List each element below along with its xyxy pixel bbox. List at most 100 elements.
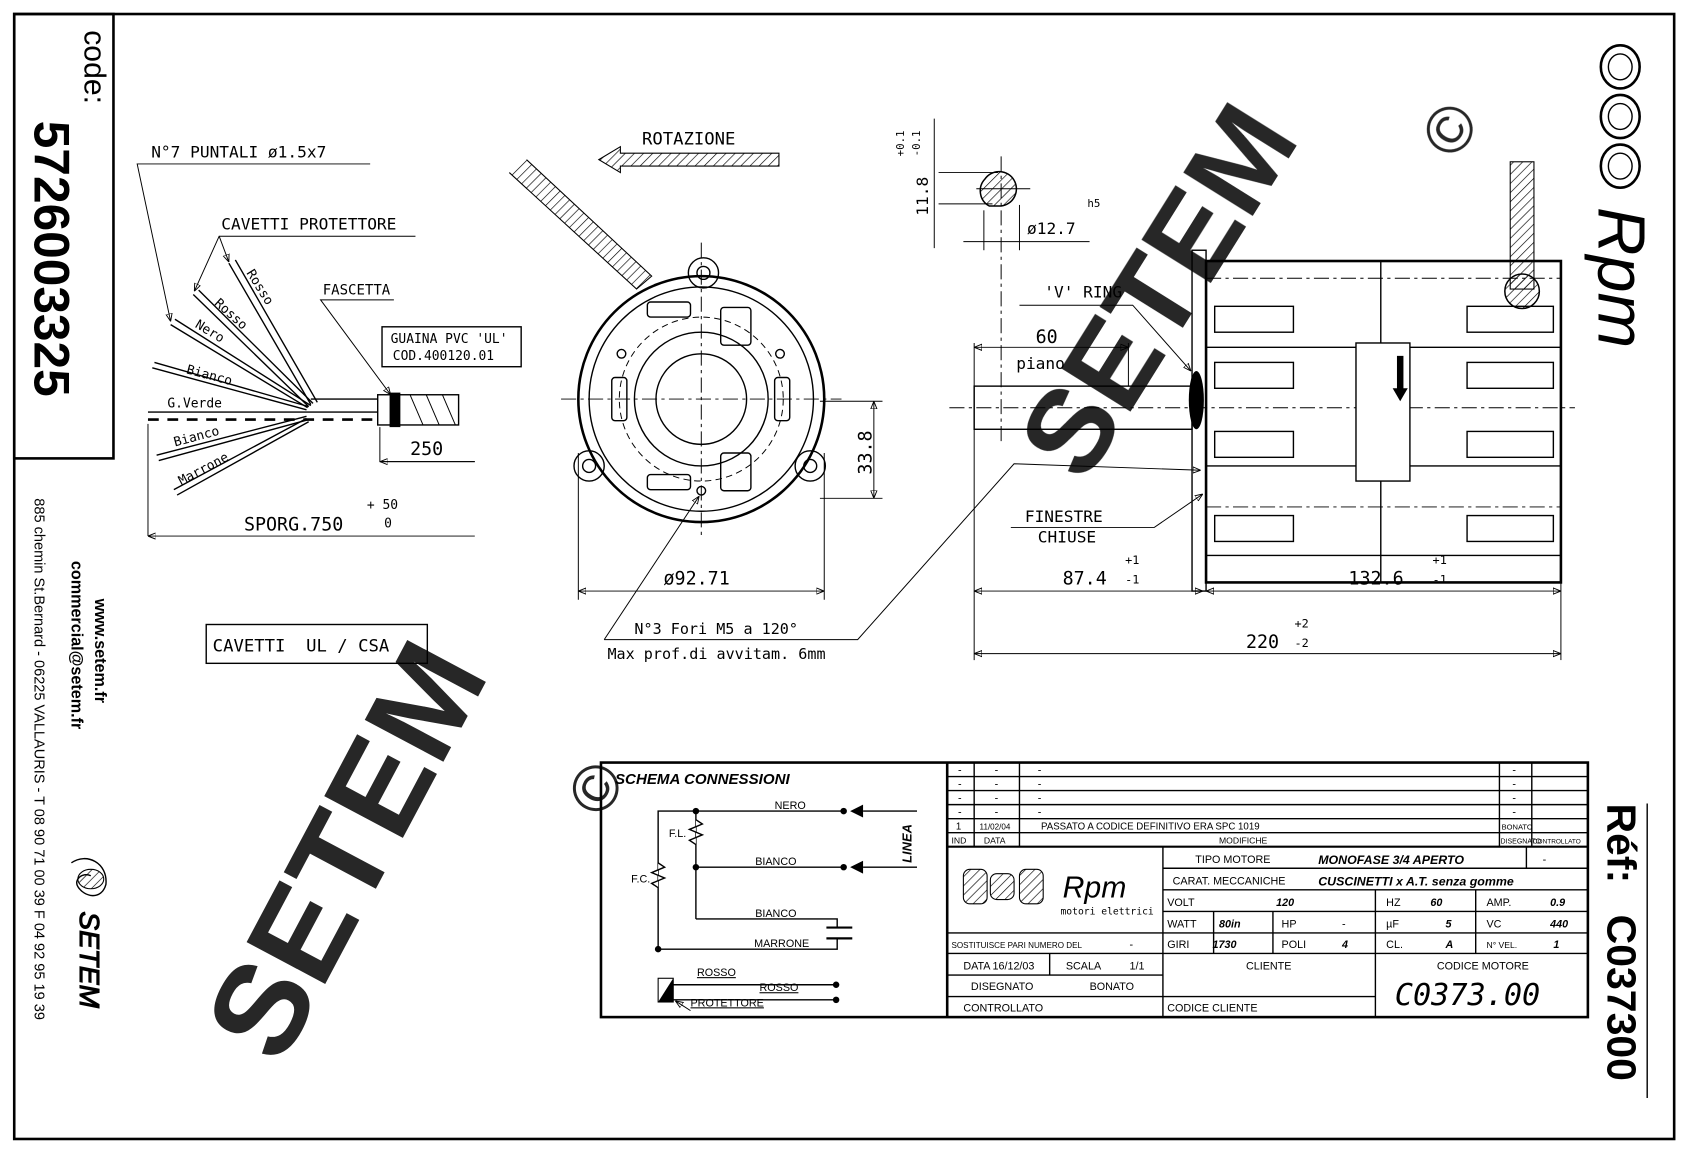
brand-name: SETEM — [74, 911, 105, 1008]
svg-text:BONATO: BONATO — [1502, 822, 1533, 831]
svg-text:DISEGNATO: DISEGNATO — [971, 981, 1033, 993]
svg-text:-0.1: -0.1 — [910, 130, 923, 156]
motor-body — [1204, 259, 1563, 584]
svg-text:-1: -1 — [1125, 573, 1139, 587]
hole-offset-dim: 33.8 — [856, 430, 877, 474]
svg-text:-: - — [958, 778, 962, 790]
shaft-diameter-dim: ø12.7 — [1027, 219, 1076, 238]
svg-text:440: 440 — [1549, 919, 1568, 931]
svg-text:COD.400120.01: COD.400120.01 — [393, 349, 494, 364]
revision-row: ---- — [958, 778, 1516, 790]
svg-text:MARRONE: MARRONE — [754, 938, 809, 950]
svg-text:F.C.: F.C. — [631, 873, 650, 885]
svg-text:-: - — [1512, 806, 1516, 818]
total-length-dim: 220 — [1246, 632, 1279, 653]
spec-grid — [947, 846, 1588, 1018]
revision-headers: IND DATA MODIFICHE DISEGNATO CONTROLLATO — [952, 835, 1581, 845]
svg-text:BIANCO: BIANCO — [755, 856, 796, 868]
svg-text:CARAT. MECCANICHE: CARAT. MECCANICHE — [1173, 875, 1286, 887]
svg-text:F.L.: F.L. — [669, 828, 686, 840]
guaina-label-box: GUAINA PVC 'UL' COD.400120.01 — [381, 326, 522, 368]
svg-text:AMP.: AMP. — [1486, 897, 1511, 909]
svg-text:1: 1 — [956, 821, 961, 832]
svg-text:CL.: CL. — [1386, 939, 1403, 951]
code-label: code: — [77, 30, 110, 104]
svg-text:TIPO MOTORE: TIPO MOTORE — [1195, 854, 1270, 866]
linea-label: LINEA — [900, 824, 915, 863]
svg-text:CONTROLLATO: CONTROLLATO — [1533, 838, 1581, 845]
svg-text:N° VEL.: N° VEL. — [1486, 940, 1517, 950]
email[interactable]: commercial@setem.fr — [67, 561, 85, 730]
svg-text:-: - — [1038, 792, 1042, 804]
svg-text:-: - — [1543, 854, 1547, 866]
svg-text:GIRI: GIRI — [1167, 939, 1189, 951]
rpm-logo-text: Rpm — [1584, 207, 1659, 348]
wire-label: Bianco — [185, 363, 234, 390]
svg-text:MONOFASE 3/4 APERTO: MONOFASE 3/4 APERTO — [1318, 853, 1464, 867]
svg-text:DATA: DATA — [984, 835, 1006, 845]
company-info: www.setem.fr commercial@setem.fr 885 che… — [31, 498, 109, 1020]
motor-code: C0373.00 — [1395, 978, 1540, 1013]
svg-text:+ 50: + 50 — [367, 498, 398, 513]
svg-text:µF: µF — [1386, 919, 1399, 931]
svg-text:NERO: NERO — [775, 800, 806, 812]
holes-depth-note: Max prof.di avvitam. 6mm — [607, 645, 825, 663]
svg-text:ROSSO: ROSSO — [697, 967, 736, 979]
lead-cable — [508, 159, 653, 290]
svg-text:-: - — [995, 764, 999, 776]
rotation-label: ROTAZIONE — [642, 130, 735, 150]
svg-text:-: - — [1512, 778, 1516, 790]
wire-harness: N°7 PUNTALI ø1.5x7 CAVETTI PROTETTORE FA… — [136, 142, 522, 665]
v-ring — [1188, 371, 1204, 430]
reference: Réf: C037300 — [1598, 803, 1648, 1098]
svg-text:VOLT: VOLT — [1167, 897, 1195, 909]
revision-row: ---- — [958, 806, 1516, 818]
wire-label: G.Verde — [167, 397, 222, 412]
drawing-border — [12, 12, 1676, 1141]
fascetta-label: FASCETTA — [323, 282, 391, 298]
setem-bird-logo-icon — [70, 858, 107, 897]
schema-title: SCHEMA CONNESSIONI — [615, 771, 791, 788]
svg-text:-: - — [1512, 764, 1516, 776]
svg-text:-: - — [1038, 806, 1042, 818]
sporgenza-dim: SPORG.750 — [244, 515, 343, 536]
windows-label: FINESTRE — [1025, 507, 1103, 526]
revision-row: 1 11/02/04 PASSATO A CODICE DEFINITIVO ERA… — [956, 821, 1533, 832]
svg-text:-: - — [1342, 919, 1346, 931]
coil-logo-icon — [962, 868, 1044, 905]
svg-text:PASSATO A CODICE DEFINITIVO ER: PASSATO A CODICE DEFINITIVO ERA SPC 1019 — [1041, 821, 1260, 832]
ref-label: Réf: — [1598, 804, 1644, 884]
puntali-label: N°7 PUNTALI ø1.5x7 — [151, 142, 326, 161]
revision-row: ---- — [958, 764, 1516, 776]
svg-text:-2: -2 — [1295, 636, 1309, 650]
rotation-arrow-icon — [597, 145, 780, 174]
svg-text:motori elettrici: motori elettrici — [1060, 907, 1153, 918]
windows-label-2: CHIUSE — [1038, 528, 1096, 547]
svg-text:Rpm: Rpm — [1063, 871, 1127, 904]
svg-text:-: - — [1512, 792, 1516, 804]
svg-text:HZ: HZ — [1386, 897, 1401, 909]
wire-label: Bianco — [172, 424, 221, 451]
svg-text:-: - — [958, 792, 962, 804]
flat-length-dim: 60 — [1036, 327, 1058, 348]
svg-text:+1: +1 — [1125, 553, 1139, 567]
svg-text:1730: 1730 — [1213, 939, 1237, 951]
svg-text:0.9: 0.9 — [1550, 897, 1565, 909]
diameter-dim: ø92.71 — [664, 569, 730, 590]
svg-text:CAVETTI UL / CSA: CAVETTI UL / CSA — [213, 636, 390, 656]
svg-text:-1: -1 — [1433, 573, 1447, 587]
svg-text:IND: IND — [952, 835, 967, 845]
svg-text:MODIFICHE: MODIFICHE — [1219, 835, 1268, 845]
flat-dim: 11.8 — [913, 177, 932, 216]
svg-text:4: 4 — [1341, 939, 1348, 951]
svg-text:DATA: DATA — [963, 961, 991, 973]
svg-text:-: - — [995, 792, 999, 804]
svg-text:60: 60 — [1430, 897, 1442, 909]
svg-text:©: © — [1406, 90, 1493, 169]
website[interactable]: www.setem.fr — [91, 598, 109, 704]
svg-text:+2: +2 — [1295, 617, 1309, 631]
holes-note: N°3 Fori M5 a 120° — [634, 620, 798, 638]
svg-text:11/02/04: 11/02/04 — [980, 822, 1011, 831]
svg-text:A: A — [1445, 939, 1454, 951]
